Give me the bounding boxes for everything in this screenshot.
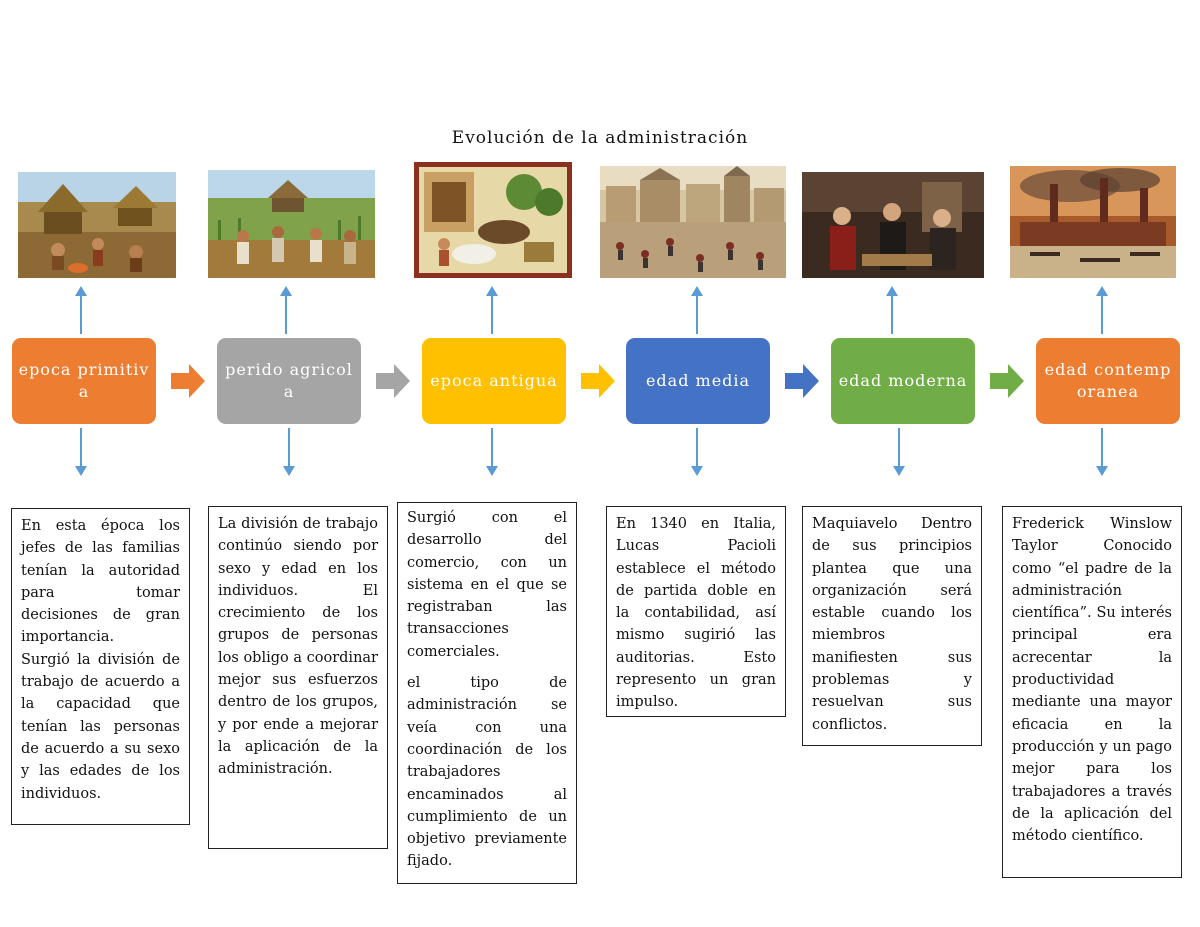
ancient-farming-image — [208, 170, 375, 278]
description-paragraph: Surgió la división de trabajo de acuerdo… — [21, 651, 180, 802]
medieval-town-image — [600, 166, 786, 278]
diagram-title: Evolución de la administración — [451, 128, 749, 148]
stage-edad-moderna: edad moderna — [831, 338, 975, 424]
description-paragraph: La división de trabajo continúo siendo p… — [218, 516, 378, 778]
description-paragraph: En esta época los jefes de las familias … — [21, 518, 180, 646]
down-arrow-icon — [75, 428, 87, 476]
description-paragraph: Frederick Winslow Taylor Conocido como “… — [1012, 516, 1172, 845]
prehistoric-village-image — [18, 172, 176, 278]
description-edad-moderna: Maquiavelo Dentro de sus principios plan… — [802, 506, 982, 746]
description-paragraph: Surgió con el desarrollo del comercio, c… — [407, 510, 567, 660]
right-arrow-icon — [990, 364, 1024, 398]
right-arrow-icon — [171, 364, 205, 398]
down-arrow-icon — [691, 428, 703, 476]
up-arrow-icon — [75, 286, 87, 334]
down-arrow-icon — [893, 428, 905, 476]
up-arrow-icon — [486, 286, 498, 334]
right-arrow-icon — [581, 364, 615, 398]
description-epoca-antigua: Surgió con el desarrollo del comercio, c… — [397, 502, 577, 884]
description-periodo-agricola: La división de trabajo continúo siendo p… — [208, 506, 388, 849]
up-arrow-icon — [280, 286, 292, 334]
down-arrow-icon — [486, 428, 498, 476]
down-arrow-icon — [283, 428, 295, 476]
stage-edad-contemporanea: edad contemporanea — [1036, 338, 1180, 424]
description-paragraph: el tipo de administración se veía con un… — [407, 675, 567, 870]
right-arrow-icon — [785, 364, 819, 398]
renaissance-court-image — [802, 172, 984, 278]
right-arrow-icon — [376, 364, 410, 398]
stage-edad-media: edad media — [626, 338, 770, 424]
up-arrow-icon — [886, 286, 898, 334]
up-arrow-icon — [1096, 286, 1108, 334]
down-arrow-icon — [1096, 428, 1108, 476]
industrial-factory-image — [1010, 166, 1176, 278]
up-arrow-icon — [691, 286, 703, 334]
stage-periodo-agricola: perido agricola — [217, 338, 361, 424]
ancient-trade-image — [414, 162, 572, 278]
description-edad-contemporanea: Frederick Winslow Taylor Conocido como “… — [1002, 506, 1182, 878]
description-paragraph: Maquiavelo Dentro de sus principios plan… — [812, 516, 972, 733]
stage-epoca-antigua: epoca antigua — [422, 338, 566, 424]
description-epoca-primitiva: En esta época los jefes de las familias … — [11, 508, 190, 825]
description-paragraph: En 1340 en Italia, Lucas Pacioli estable… — [616, 516, 776, 711]
stage-epoca-primitiva: epoca primitiva — [12, 338, 156, 424]
description-edad-media: En 1340 en Italia, Lucas Pacioli estable… — [606, 506, 786, 717]
